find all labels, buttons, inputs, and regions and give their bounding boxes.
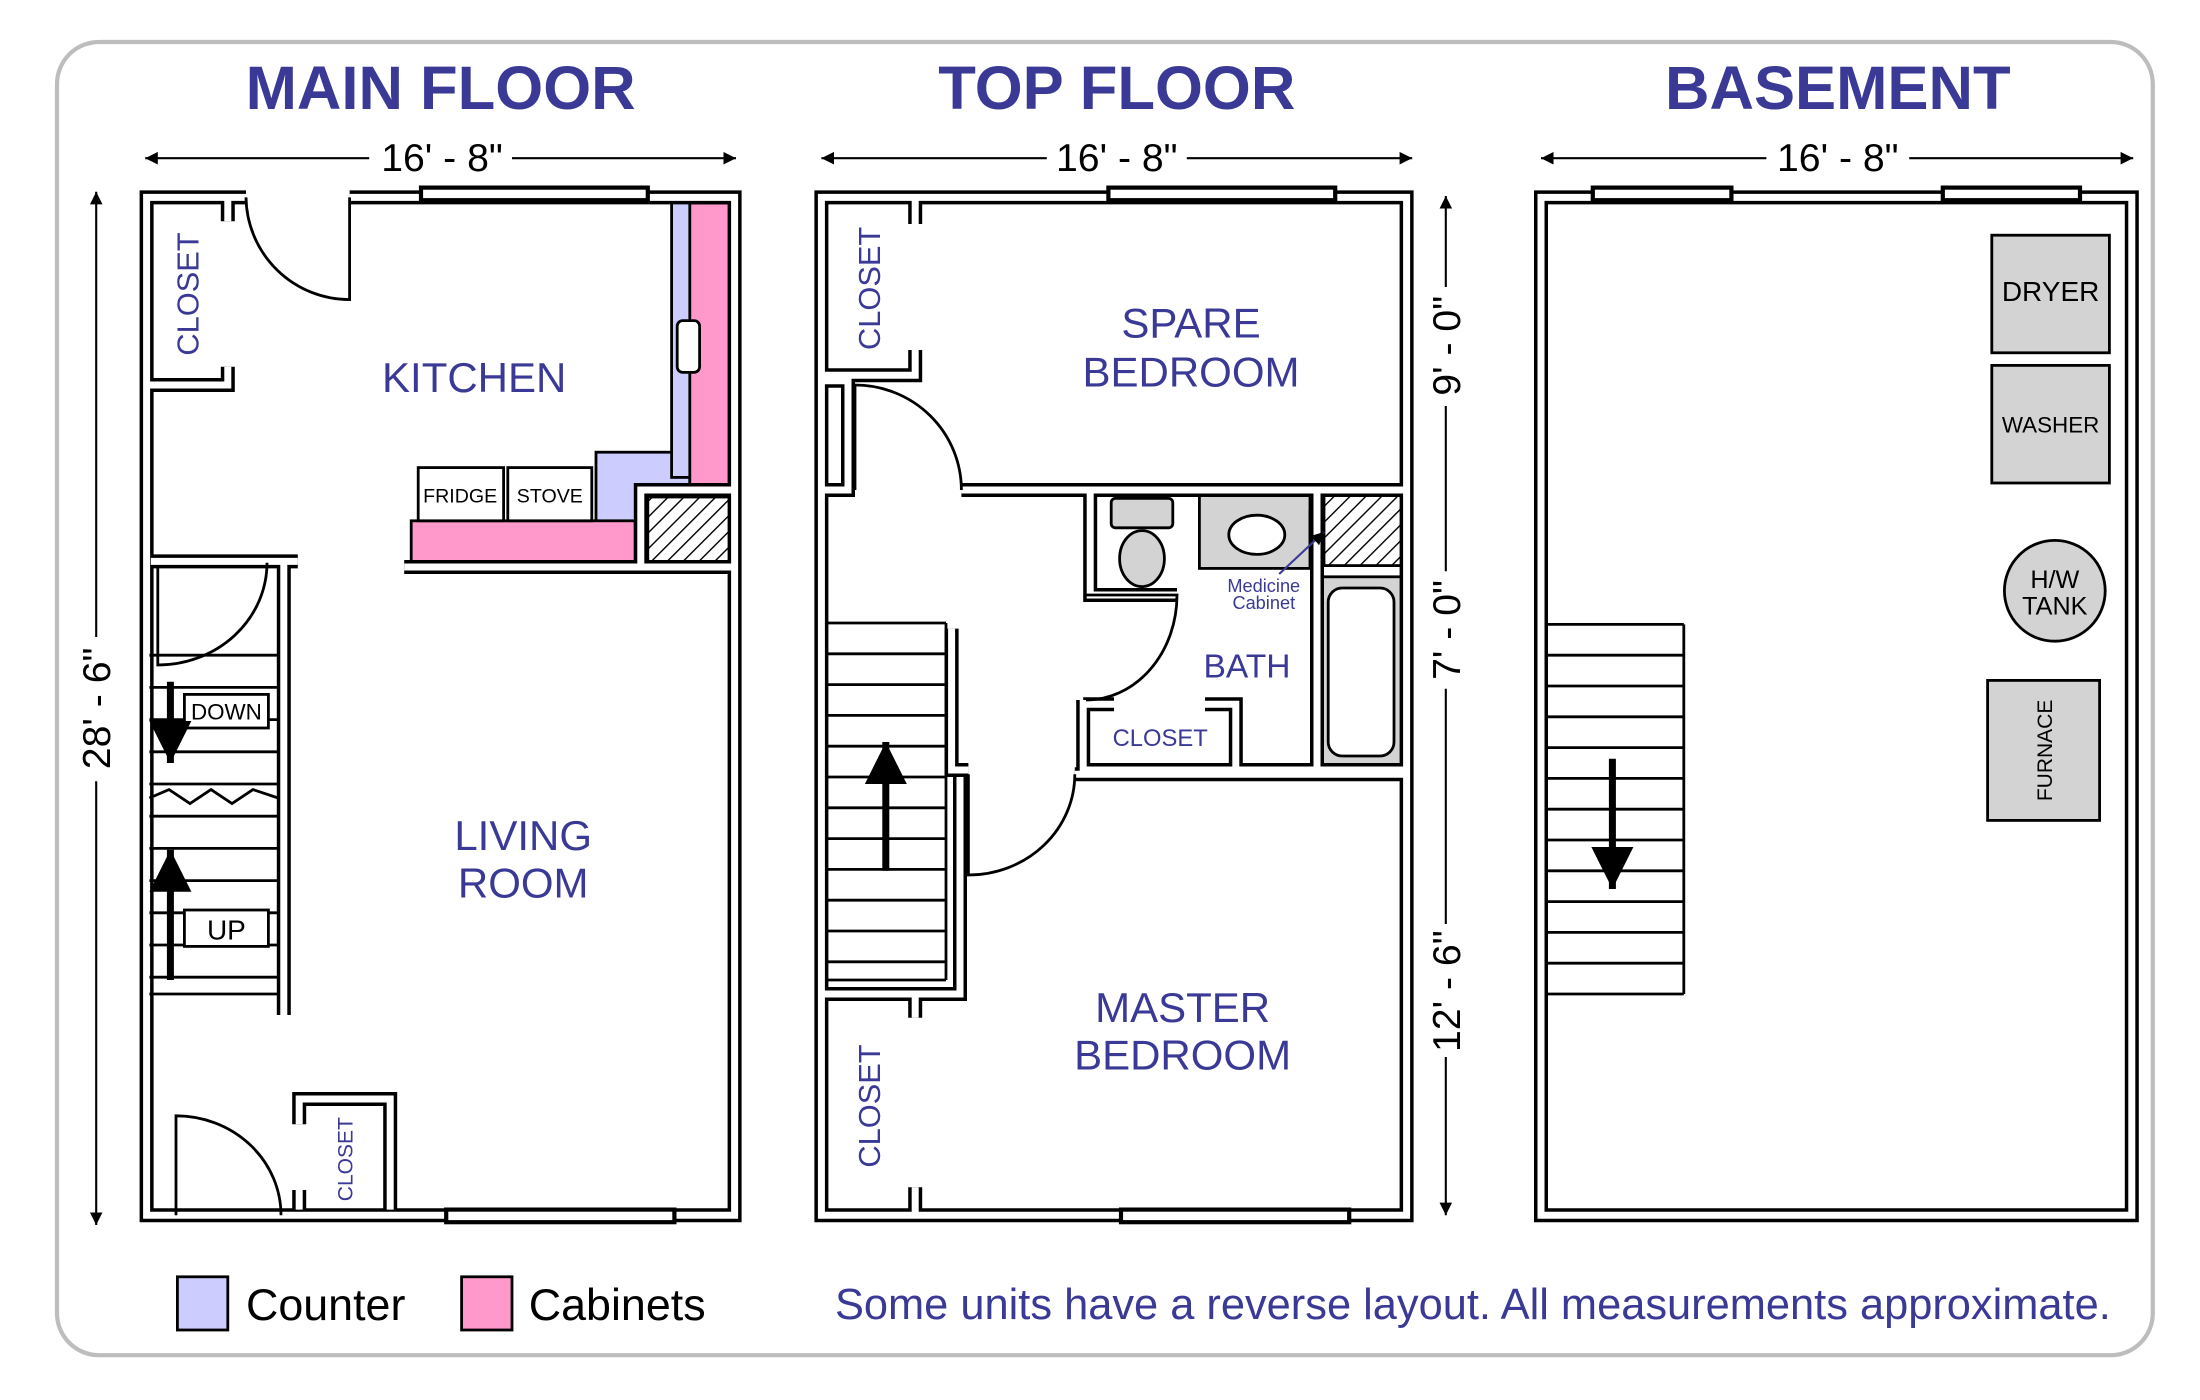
fridge-label: FRIDGE bbox=[423, 486, 497, 508]
kitchen-label: KITCHEN bbox=[382, 354, 566, 401]
up-label-box bbox=[182, 908, 270, 948]
main-bottom-closet-label: CLOSET bbox=[334, 1117, 357, 1201]
door bbox=[244, 197, 351, 302]
fridge bbox=[416, 466, 505, 523]
door bbox=[966, 774, 1077, 877]
bath-closet-label: CLOSET bbox=[1113, 725, 1208, 752]
top-floor-title: TOP FLOOR bbox=[938, 54, 1295, 123]
spare-bedroom-label: SPARE bbox=[1121, 299, 1260, 346]
medicine-cabinet-pointer bbox=[1278, 531, 1325, 575]
basement-width-label: 16' - 8" bbox=[1777, 137, 1899, 180]
dimension-lines bbox=[89, 151, 2134, 1225]
down-label: DOWN bbox=[191, 700, 262, 725]
living-room-label: LIVING bbox=[454, 812, 592, 859]
main-closet-label: CLOSET bbox=[170, 232, 205, 355]
stove bbox=[506, 466, 594, 523]
main-floor-title: MAIN FLOOR bbox=[246, 54, 636, 123]
layout-note: Some units have a reverse layout. All me… bbox=[835, 1281, 2111, 1329]
basement-title: BASEMENT bbox=[1665, 54, 2011, 123]
window bbox=[418, 185, 650, 203]
main-floor-plan bbox=[139, 185, 742, 1225]
down-label-box bbox=[182, 692, 270, 730]
water-heater-label-2: TANK bbox=[2022, 593, 2088, 621]
counter-legend-label: Counter bbox=[246, 1280, 405, 1330]
bath-depth-label: 7' - 0" bbox=[1426, 580, 1469, 680]
sink bbox=[675, 319, 701, 374]
door bbox=[174, 1114, 283, 1216]
toilet-tank bbox=[1109, 497, 1175, 530]
cabinet bbox=[409, 519, 637, 563]
master-depth-label: 12' - 6" bbox=[1426, 930, 1469, 1052]
main-depth-label: 28' - 6" bbox=[76, 648, 119, 770]
spare-bedroom-label-2: BEDROOM bbox=[1082, 348, 1299, 395]
bath-label: BATH bbox=[1203, 649, 1290, 686]
master-bedroom-label-2: BEDROOM bbox=[1074, 1032, 1291, 1079]
master-bedroom-label: MASTER bbox=[1095, 984, 1270, 1031]
up-label: UP bbox=[207, 914, 246, 945]
legend: Counter Cabinets bbox=[175, 1275, 706, 1332]
door bbox=[853, 383, 963, 491]
spare-depth-label: 9' - 0" bbox=[1426, 296, 1469, 396]
washer-label: WASHER bbox=[2002, 413, 2099, 438]
dryer bbox=[1990, 233, 2111, 355]
bathtub-basin bbox=[1326, 586, 1396, 758]
top-width-label: 16' - 8" bbox=[1056, 137, 1178, 180]
window bbox=[1118, 1207, 1352, 1225]
window bbox=[1106, 185, 1338, 203]
master-closet-label: CLOSET bbox=[852, 1044, 887, 1167]
water-heater-tank bbox=[2002, 539, 2107, 643]
washer bbox=[1990, 364, 2111, 485]
sink bbox=[1227, 513, 1287, 556]
furnace bbox=[1986, 679, 2101, 822]
stove-label: STOVE bbox=[517, 486, 583, 508]
door bbox=[1085, 593, 1179, 702]
top-closet-label: CLOSET bbox=[852, 227, 887, 350]
toilet-bowl bbox=[1118, 529, 1166, 588]
dryer-label: DRYER bbox=[2002, 276, 2100, 307]
window bbox=[444, 1207, 677, 1225]
basement-plan bbox=[1534, 185, 2139, 1223]
medicine-cabinet-label: Medicine bbox=[1227, 576, 1300, 596]
cabinets-legend-label: Cabinets bbox=[529, 1280, 706, 1330]
walls bbox=[139, 190, 742, 1223]
medicine-cabinet-label-2: Cabinet bbox=[1232, 593, 1295, 613]
living-room-label-2: ROOM bbox=[458, 859, 589, 906]
cabinets-swatch bbox=[460, 1275, 514, 1332]
door bbox=[156, 562, 269, 667]
window bbox=[1590, 185, 1734, 203]
chimney-hatch bbox=[646, 495, 732, 563]
top-floor-plan bbox=[814, 185, 1414, 1225]
water-heater-label: H/W bbox=[2030, 566, 2079, 594]
counter-swatch bbox=[175, 1275, 230, 1332]
main-width-label: 16' - 8" bbox=[381, 137, 503, 180]
furnace-label: FURNACE bbox=[2034, 700, 2057, 802]
window bbox=[1940, 185, 2083, 203]
chimney-hatch bbox=[1322, 494, 1407, 567]
